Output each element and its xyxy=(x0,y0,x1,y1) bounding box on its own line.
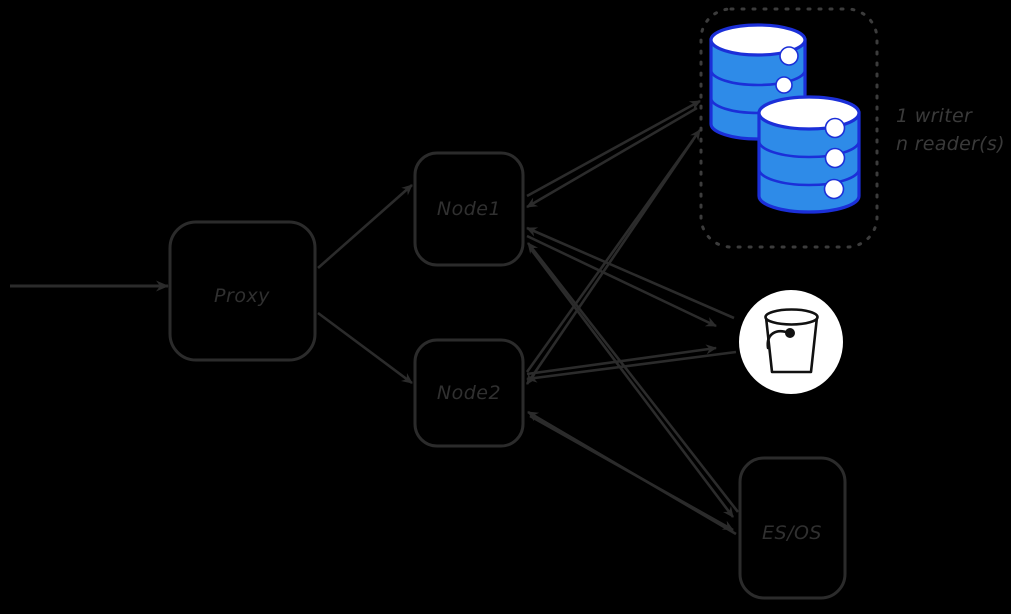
node2-node[interactable]: Node2 xyxy=(413,338,525,448)
esos-box[interactable] xyxy=(738,456,847,600)
node1-to-esos-arrow xyxy=(528,247,735,518)
node2-label: Node2 xyxy=(437,382,501,404)
database-cylinder-front xyxy=(757,95,861,214)
node2-box[interactable] xyxy=(413,338,525,448)
database-front-band-1 xyxy=(757,140,861,159)
database-to-node1-arrow xyxy=(526,106,698,209)
esos-to-node1-arrow xyxy=(526,242,740,513)
database-front-dot-1 xyxy=(824,117,846,139)
database-back-dot-2 xyxy=(775,76,793,94)
database-back-top xyxy=(709,23,807,57)
bucket-to-node1-arrow xyxy=(526,226,735,320)
node1-node[interactable]: Node1 xyxy=(413,151,525,267)
esos-to-node2-arrow xyxy=(527,410,737,536)
bucket-rim xyxy=(764,308,819,326)
database-to-node2-arrow xyxy=(525,139,695,385)
database-group-container xyxy=(699,7,879,249)
database-front-dot-2 xyxy=(824,147,846,169)
database-back-dot-1 xyxy=(779,46,799,66)
database-group-dashed-border xyxy=(699,7,879,249)
database-annotation: 1 writer n reader(s) xyxy=(896,105,1005,155)
proxy-to-node2-arrow xyxy=(317,311,413,385)
node1-box[interactable] xyxy=(413,151,525,267)
bucket-handle-knob xyxy=(785,328,795,338)
node1-label: Node1 xyxy=(437,198,501,220)
bucket-icon xyxy=(764,308,819,374)
proxy-box[interactable] xyxy=(168,220,317,362)
object-storage-bucket[interactable] xyxy=(739,290,843,394)
node1-to-database-arrow xyxy=(526,99,701,198)
bucket-to-node2-arrow xyxy=(526,350,737,383)
proxy-to-node1-arrow xyxy=(317,184,413,269)
esos-node[interactable]: ES/OS xyxy=(738,456,847,600)
database-front-band-2 xyxy=(757,168,861,187)
node1-to-bucket-arrow xyxy=(526,234,717,328)
database-front-dot-3 xyxy=(823,178,845,200)
proxy-label: Proxy xyxy=(214,285,270,307)
database-back-band-1 xyxy=(709,69,807,87)
esos-label: ES/OS xyxy=(762,522,822,544)
annotation-writer-line: 1 writer xyxy=(896,105,973,127)
annotation-reader-line: n reader(s) xyxy=(896,133,1005,155)
proxy-node[interactable]: Proxy xyxy=(168,220,317,362)
